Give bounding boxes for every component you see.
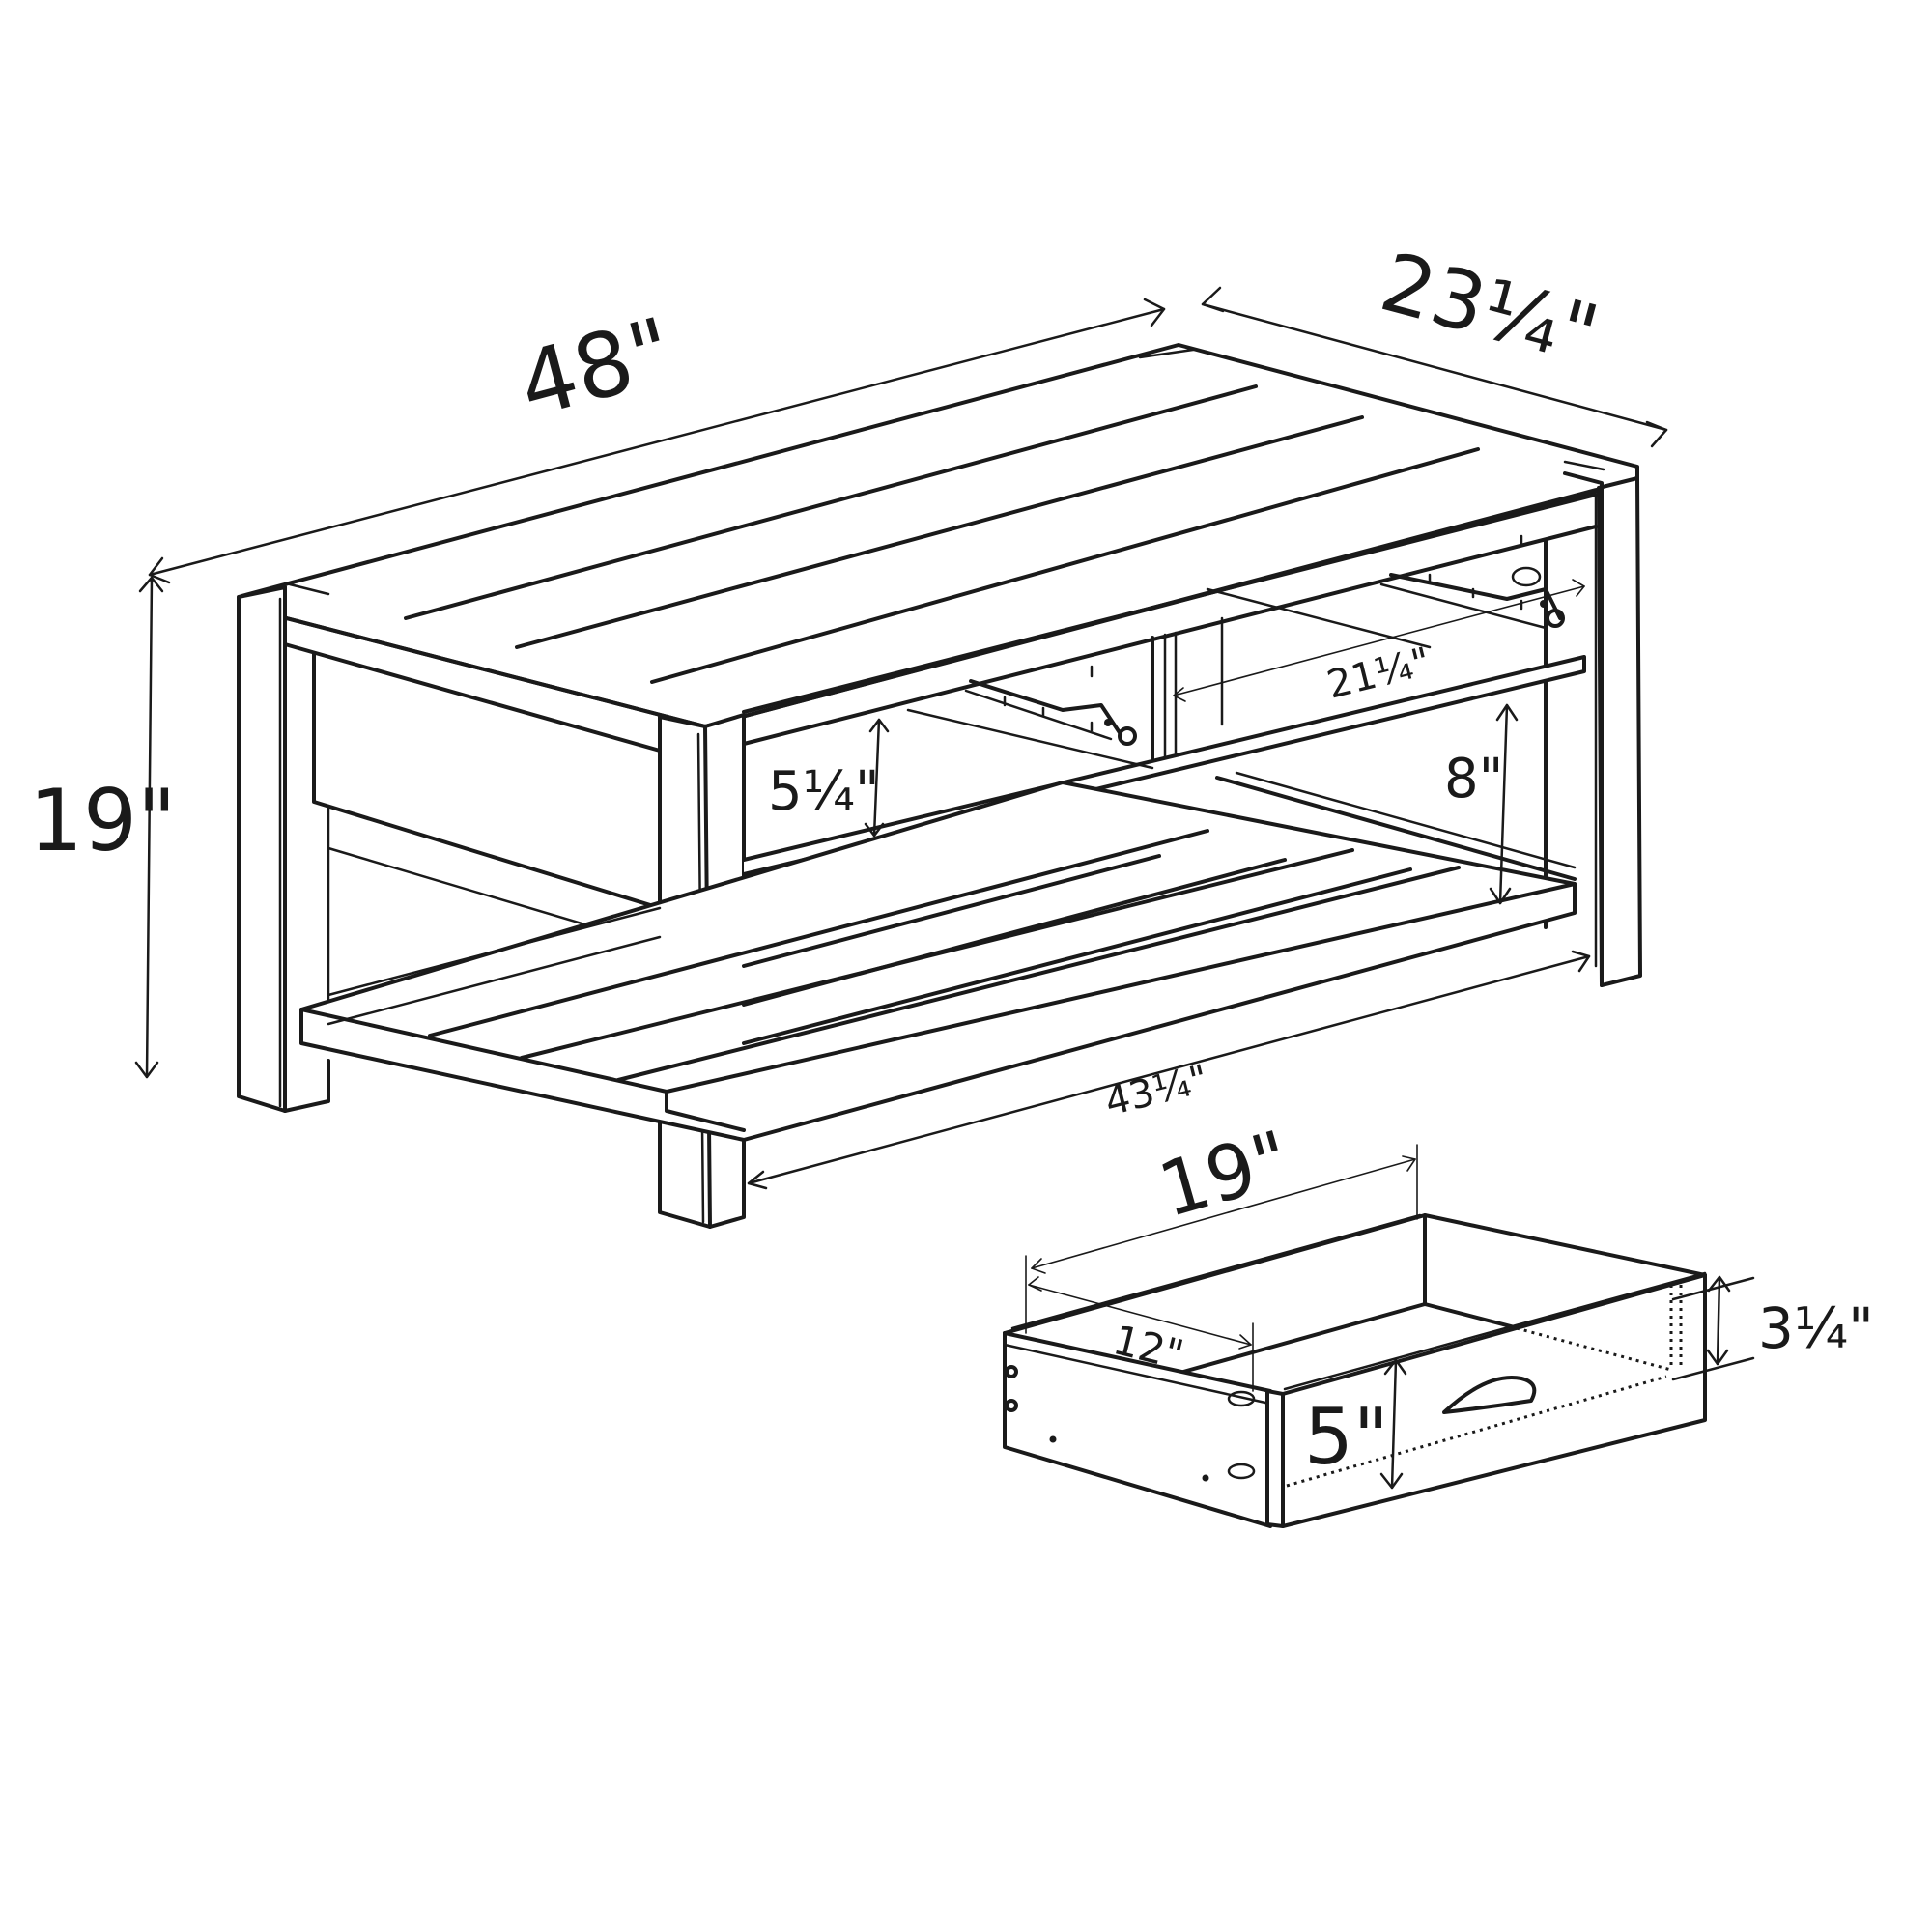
label-drawer-interior-height: 3¼" xyxy=(1758,1295,1874,1361)
leg-front-left xyxy=(237,585,330,1113)
label-height: 19" xyxy=(29,771,176,870)
lower-shelf xyxy=(299,771,1577,1142)
label-length: 48" xyxy=(508,298,684,439)
coffee-table-drawing xyxy=(237,343,1642,1229)
drawer-slide-left xyxy=(964,665,1137,746)
dimension-lines xyxy=(134,286,1755,1490)
label-shelf-clearance: 8" xyxy=(1444,748,1503,810)
label-shelf-length: 43¼" xyxy=(1100,1057,1212,1125)
label-drawer-opening: 5¼" xyxy=(768,760,880,823)
drawer-slide-right xyxy=(1379,534,1565,630)
label-drawer-front-height: 5" xyxy=(1304,1392,1389,1482)
label-drawer-width: 19" xyxy=(1150,1116,1299,1236)
leg-rear-right xyxy=(1563,471,1642,987)
drawer-pull-icon xyxy=(1442,1376,1537,1414)
drawer-drawing xyxy=(1003,1213,1707,1528)
